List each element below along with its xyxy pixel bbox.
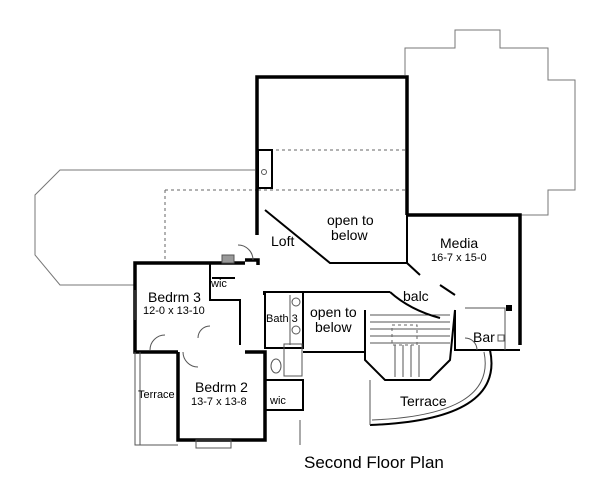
plan-title: Second Floor Plan [304,453,444,472]
terrace-right-label: Terrace [400,393,447,409]
open-to-below-mid-line1: open to [310,304,357,320]
wic-bedrm2-label: wic [269,395,286,407]
wic-bedrm3-label: wic [210,278,227,290]
bath3-label: Bath 3 [266,313,298,325]
terrace-left-label: Terrace [138,389,175,401]
bedrm2-size: 13-7 x 13-8 [191,396,247,408]
room-labels: open to below Loft Media 16-7 x 15-0 wic… [138,212,495,472]
media-label: Media [440,235,478,251]
bedrm3-label: Bedrm 3 [148,289,201,305]
loft-label: Loft [271,233,294,249]
roof-outline [34,29,576,286]
open-to-below-top-line2: below [331,227,368,243]
stair-treads [370,314,450,377]
bedrm3-size: 12-0 x 13-10 [143,305,205,317]
media-size: 16-7 x 15-0 [431,252,487,264]
open-to-below-mid-line2: below [315,319,352,335]
bar-label: Bar [473,329,495,345]
open-to-below-top-line1: open to [327,212,374,228]
balc-label: balc [403,288,429,304]
walls [133,75,522,449]
bedrm2-label: Bedrm 2 [195,379,248,395]
dashed-lines [164,149,407,263]
